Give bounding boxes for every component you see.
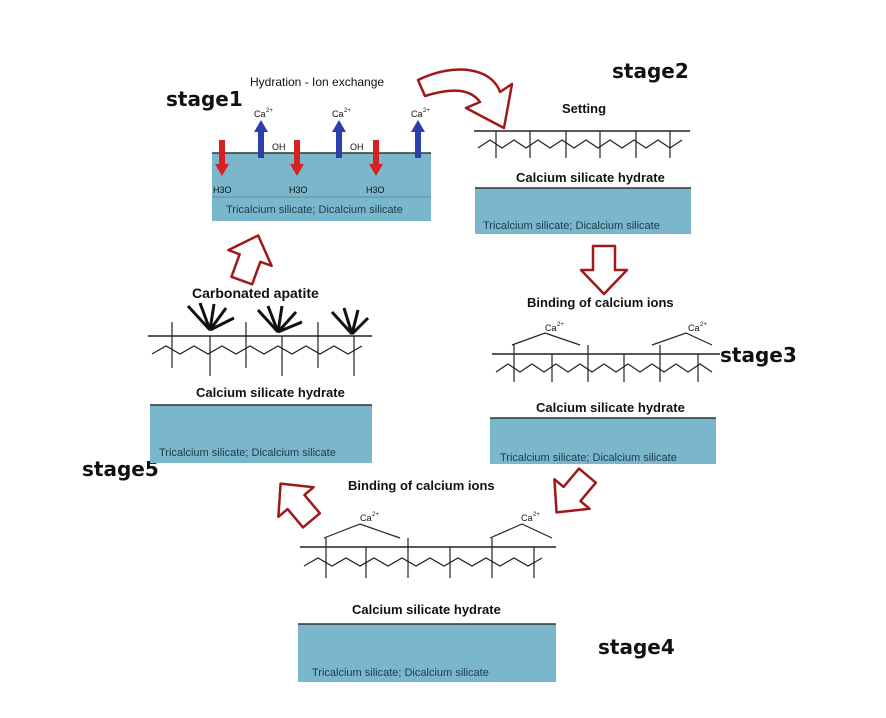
stage2-silicate-chain — [474, 130, 690, 158]
stage2-substrate — [475, 188, 691, 234]
oh-ion-labels: OH OH — [272, 142, 364, 152]
svg-text:Ca: Ca — [332, 109, 344, 119]
stage3-substrate — [490, 418, 716, 464]
svg-text:Ca: Ca — [521, 513, 533, 523]
stage3-csh-caption: Calcium silicate hydrate — [536, 400, 685, 415]
stage2-csh-caption: Calcium silicate hydrate — [516, 170, 665, 185]
stage1-label: stage1 — [166, 87, 243, 111]
apatite-caption: Carbonated apatite — [192, 285, 319, 301]
hydration-caption: Hydration - Ion exchange — [250, 75, 384, 89]
stage1-panel: Tricalcium silicate; Dicalcium silicate … — [166, 75, 431, 221]
cycle-arrow-3-to-4-icon — [537, 459, 607, 529]
setting-caption: Setting — [562, 101, 606, 116]
stage5-label: stage5 — [82, 457, 159, 481]
svg-text:2+: 2+ — [266, 108, 273, 114]
stage5-substrate — [150, 405, 372, 463]
svg-text:OH: OH — [272, 142, 286, 152]
stage1-substrate-text: Tricalcium silicate; Dicalcium silicate — [226, 204, 403, 216]
svg-text:H3O: H3O — [213, 185, 232, 195]
cycle-arrow-4-to-5-icon — [261, 467, 331, 537]
cycle-arrow-2-to-3-icon — [579, 244, 629, 296]
cycle-arrow-5-to-1-icon — [218, 226, 282, 290]
svg-text:2+: 2+ — [423, 108, 430, 114]
apatite-crystal-icon — [186, 302, 370, 336]
svg-text:H3O: H3O — [289, 185, 308, 195]
svg-text:Ca: Ca — [688, 323, 700, 333]
svg-text:2+: 2+ — [344, 108, 351, 114]
stage2-substrate-text: Tricalcium silicate; Dicalcium silicate — [483, 220, 660, 232]
svg-text:OH: OH — [350, 142, 364, 152]
stage4-substrate-text: Tricalcium silicate; Dicalcium silicate — [312, 667, 489, 679]
svg-text:2+: 2+ — [700, 322, 707, 328]
stage5-panel: Carbonated apatite stage5 Calcium silica… — [82, 285, 372, 481]
svg-text:2+: 2+ — [533, 512, 540, 518]
stage4-label: stage4 — [598, 635, 675, 659]
svg-text:Ca: Ca — [254, 109, 266, 119]
binding3-caption: Binding of calcium ions — [527, 295, 674, 310]
svg-text:Ca: Ca — [360, 513, 372, 523]
stage5-substrate-text: Tricalcium silicate; Dicalcium silicate — [159, 447, 336, 459]
stage1-substrate — [212, 153, 431, 221]
stage5-csh-caption: Calcium silicate hydrate — [196, 385, 345, 400]
h3o-ion-labels: H3O H3O H3O — [213, 185, 385, 195]
svg-text:H3O: H3O — [366, 185, 385, 195]
stage3-label: stage3 — [720, 343, 797, 367]
svg-text:2+: 2+ — [557, 322, 564, 328]
binding4-caption: Binding of calcium ions — [348, 478, 495, 493]
svg-text:2+: 2+ — [372, 512, 379, 518]
stage3-substrate-text: Tricalcium silicate; Dicalcium silicate — [500, 452, 677, 464]
stage2-panel: Setting stage2 Calcium silicate hydrate … — [474, 59, 691, 234]
svg-text:Ca: Ca — [411, 109, 423, 119]
stage4-csh-caption: Calcium silicate hydrate — [352, 602, 501, 617]
stage3-silicate-chain — [492, 332, 720, 382]
cycle-arrow-1-to-2-icon — [416, 68, 514, 130]
svg-text:Ca: Ca — [545, 323, 557, 333]
stage2-label: stage2 — [612, 59, 689, 83]
stage4-substrate — [298, 624, 556, 682]
stage5-silicate-chain — [148, 322, 372, 376]
stage4-silicate-chain — [300, 523, 556, 578]
